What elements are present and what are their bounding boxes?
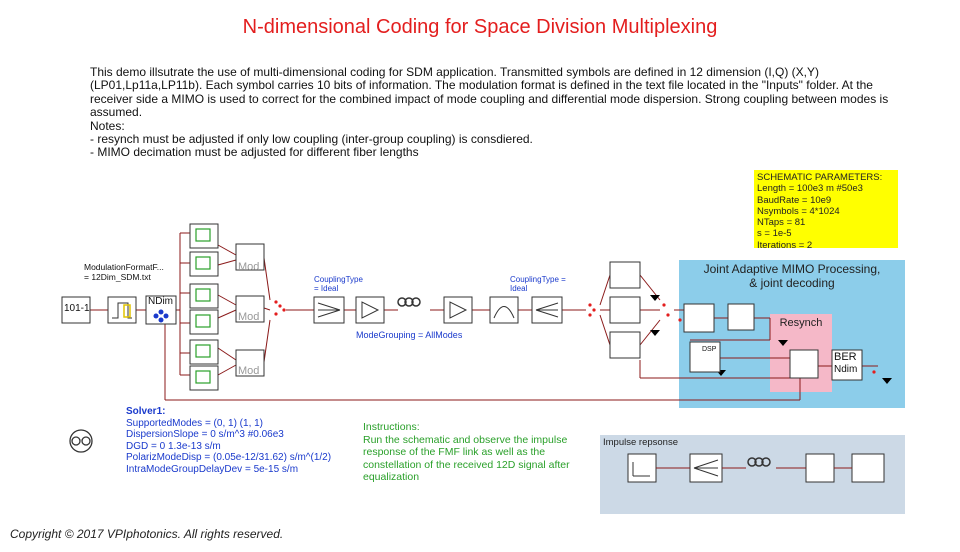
ber-label: BER xyxy=(834,351,857,363)
coupling1-line1: CouplingType xyxy=(314,275,363,284)
mode-grouping-label: ModeGrouping = AllModes xyxy=(356,330,463,340)
mod-label: Mod xyxy=(238,365,260,377)
note-item: - resynch must be adjusted if only low c… xyxy=(90,132,533,147)
solver-line: PolarizModeDisp = (0.05e-12/31.62) s/m^(… xyxy=(126,452,332,464)
notes-label: Notes: xyxy=(90,118,125,133)
receiver-blocks[interactable] xyxy=(609,261,641,359)
resynch-title: Resynch xyxy=(779,317,823,329)
page-title: N-dimensional Coding for Space Division … xyxy=(242,16,718,38)
solver-line: DGD = 0 1.3e-13 s/m xyxy=(126,440,221,452)
coupling1-line2: = Ideal xyxy=(314,284,339,293)
coupling-type-1: CouplingType = Ideal xyxy=(314,275,363,293)
instructions: Instructions: Run the schematic and obse… xyxy=(363,421,583,484)
modulation-line2: = 12Dim_SDM.txt xyxy=(84,272,151,282)
mimo-title-line2: & joint decoding xyxy=(749,276,835,290)
coupling2-line1: CouplingType = xyxy=(510,275,566,284)
wires xyxy=(90,232,878,401)
dsp-label: DSP xyxy=(702,346,717,353)
mimo-title-line1: Joint Adaptive MIMO Processing, xyxy=(703,262,881,276)
param-line: Iterations = 2 xyxy=(757,239,813,251)
description-paragraph: This demo illsutrate the use of multi-di… xyxy=(90,65,889,120)
amplifier-block[interactable] xyxy=(355,296,385,324)
laser-blocks[interactable] xyxy=(189,223,219,391)
mode-mux-block[interactable] xyxy=(313,296,345,324)
filter-block[interactable] xyxy=(489,296,519,324)
fmf-fiber-block[interactable] xyxy=(397,297,421,307)
mod-label: Mod xyxy=(238,311,260,323)
ber-ndim-label: Ndim xyxy=(834,364,858,375)
ndim-block[interactable] xyxy=(145,295,177,325)
bit-source-block[interactable] xyxy=(61,296,91,324)
mode-demux-block[interactable] xyxy=(531,296,563,324)
mimo-blocks[interactable] xyxy=(683,303,863,381)
modulator-blocks[interactable] xyxy=(235,243,265,377)
schematic-parameters[interactable]: SCHEMATIC PARAMETERS: Length = 100e3 m #… xyxy=(754,170,898,251)
param-line: Length = 100e3 m #50e3 xyxy=(757,183,863,195)
mimo-panel-title: Joint Adaptive MIMO Processing, & joint … xyxy=(679,262,905,290)
solver-icon[interactable] xyxy=(69,429,93,453)
port-dots xyxy=(274,300,876,374)
param-line: s = 1e-5 xyxy=(757,228,792,240)
instructions-body: Run the schematic and observe the impuls… xyxy=(363,433,570,484)
amplifier-block-2[interactable] xyxy=(443,296,473,324)
param-line: Nsymbols = 4*1024 xyxy=(757,205,840,217)
solver-header: Solver1: xyxy=(126,406,166,417)
instructions-header: Instructions: xyxy=(363,421,420,433)
ndim-label: NDim xyxy=(148,296,173,307)
impulse-chain[interactable] xyxy=(627,453,885,483)
mod-label: Mod xyxy=(238,261,260,273)
copyright: Copyright © 2017 VPIphotonics. All right… xyxy=(10,527,284,541)
solver-line: SupportedModes = (0, 1) (1, 1) xyxy=(126,417,264,429)
terminator-arrows xyxy=(650,295,892,384)
coupling2-line2: Ideal xyxy=(510,284,528,293)
note-item: - MIMO decimation must be adjusted for d… xyxy=(90,145,419,160)
params-header: SCHEMATIC PARAMETERS: xyxy=(757,172,883,183)
pulse-block[interactable] xyxy=(107,296,137,324)
param-line: BaudRate = 10e9 xyxy=(757,194,832,206)
impulse-panel-title: Impulse repsonse xyxy=(603,437,678,448)
solver-params[interactable]: Solver1: SupportedModes = (0, 1) (1, 1) … xyxy=(126,406,331,476)
param-line: NTaps = 81 xyxy=(757,217,806,229)
modulation-format-label: ModulationFormatF... = 12Dim_SDM.txt xyxy=(84,262,164,282)
solver-line: DispersionSlope = 0 s/m^3 #0.06e3 xyxy=(126,429,284,441)
bit-source-label: 101-1 xyxy=(64,303,90,314)
modulation-line1: ModulationFormatF... xyxy=(84,262,164,272)
coupling-type-2: CouplingType = Ideal xyxy=(510,275,566,293)
description: This demo illsutrate the use of multi-di… xyxy=(90,65,910,160)
solver-line: IntraModeGroupDelayDev = 5e-15 s/m xyxy=(126,463,299,475)
